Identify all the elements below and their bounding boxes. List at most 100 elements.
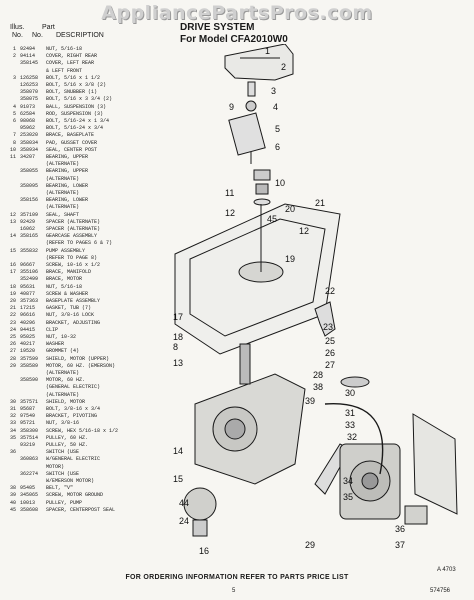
part-description: MOTOR, 60 HZ. (EMERSON) [46, 362, 116, 369]
illus-number: 13 [9, 218, 16, 225]
part-description: COVER, LEFT REAR [46, 60, 95, 67]
illus-number: 36 [9, 449, 16, 456]
svg-text:29: 29 [305, 540, 315, 550]
svg-text:21: 21 [315, 198, 325, 208]
illus-number: 1 [12, 46, 16, 52]
svg-text:4: 4 [273, 102, 278, 112]
svg-text:39: 39 [305, 396, 315, 406]
part-number: 97549 [20, 413, 36, 420]
svg-text:6: 6 [275, 142, 280, 152]
illus-number: 30 [9, 398, 16, 405]
part-header: Part [42, 24, 55, 31]
upper-bearing-part [255, 183, 269, 195]
illus-number: 39 [9, 492, 16, 499]
part-number: 10013 [20, 499, 36, 506]
illus-number: 27 [9, 348, 16, 355]
document-code: 574756 [430, 588, 451, 594]
suspension-ball-part [245, 100, 257, 112]
part-number: 358070 [20, 89, 39, 96]
part-description: (REFER TO PAGES 6 & 7) [46, 240, 113, 247]
watermark: AppliancePartsPros.com [101, 2, 373, 24]
illus-number: 3 [12, 74, 16, 81]
svg-text:12: 12 [299, 226, 309, 236]
illus-number: 32 [9, 413, 16, 420]
illus-number: 15 [9, 247, 16, 254]
part-number: 358608 [20, 506, 39, 513]
illus-number: 6 [12, 118, 16, 124]
illus-number: 23 [9, 319, 16, 326]
part-number: 358034 [20, 139, 39, 146]
part-number: 345065 [20, 492, 39, 499]
svg-text:10: 10 [275, 178, 285, 188]
page-title-block: DRIVE SYSTEM For Model CFA2010W0 [180, 22, 288, 46]
part-description: ROD, SUSPENSION (3) [46, 110, 104, 117]
illus-number: 4 [12, 103, 16, 110]
part-number: 95631 [20, 283, 36, 290]
part-description: GASKET, TUB (7) [46, 305, 92, 312]
part-description: BRACKET, PIVOTING [46, 413, 98, 420]
part-number: 40296 [20, 319, 36, 326]
svg-text:3: 3 [271, 86, 276, 96]
svg-text:22: 22 [325, 286, 335, 296]
model-line: For Model CFA2010W0 [180, 34, 288, 45]
illus-number: 8 [12, 139, 16, 146]
part-number: 95687 [20, 406, 36, 412]
part-description: BEARING, UPPER [46, 154, 89, 160]
illus-number: 10 [9, 146, 16, 153]
part-description: BOLT, 5/16-24 x 3/4 [46, 125, 104, 132]
part-number: 96616 [20, 312, 36, 319]
illus-number: 7 [12, 132, 16, 139]
svg-text:23: 23 [323, 322, 333, 332]
part-number: 19520 [20, 348, 36, 355]
svg-text:14: 14 [173, 446, 183, 456]
illus-number: 34 [9, 427, 16, 434]
part-number: 96667 [20, 262, 36, 268]
svg-text:31: 31 [345, 408, 355, 418]
part-description: SCREW, HEX 5/16-18 x 1/2 [46, 427, 119, 434]
part-description: BOLT, 5/16 x 3/8 (2) [46, 82, 107, 88]
part-description: BOLT, 5/16-24 x 1 3/4 [46, 118, 110, 124]
part-description: GEARCASE ASSEMBLY [46, 233, 98, 240]
svg-text:38: 38 [313, 382, 323, 392]
part-number: 358165 [20, 233, 39, 240]
part-description: SPACER (ALTERNATE) [46, 218, 101, 225]
part-description: BEARING, LOWER [46, 182, 89, 189]
gusset-pad-part [228, 112, 266, 156]
pulley-part [340, 376, 370, 388]
part-description: BOLT, 5/16 x 1 1/2 [46, 74, 101, 81]
part-number: 358589 [20, 362, 39, 369]
part-number: 253020 [20, 132, 39, 139]
part-number: 16062 [20, 226, 36, 232]
part-number: 126253 [20, 82, 39, 88]
part-description: NUT, 5/16-18 [46, 283, 83, 290]
part-description: BEARING, LOWER [46, 197, 89, 204]
svg-text:35: 35 [343, 492, 353, 502]
part-description: (ALTERNATE) [46, 161, 80, 168]
part-number: 34207 [20, 154, 36, 160]
part-number: 357109 [20, 211, 39, 218]
illus-number: 45 [9, 506, 16, 513]
part-description: PULLEY, PUMP [46, 499, 83, 506]
part-description: BOLT, SNUBBER (1) [46, 89, 98, 96]
part-number: 358590 [20, 377, 39, 384]
center-post-seal-part [253, 169, 271, 181]
part-number: 355832 [20, 247, 39, 254]
part-number: 62584 [20, 110, 36, 117]
part-description: SPACER (ALTERNATE) [46, 226, 101, 232]
illus-number: 31 [9, 406, 16, 412]
part-number: 98068 [20, 118, 36, 124]
part-description: (GENERAL ELECTRIC) [46, 384, 101, 391]
part-number: 358300 [20, 427, 39, 434]
svg-text:20: 20 [285, 204, 295, 214]
svg-text:18: 18 [173, 332, 183, 342]
part-description: SCREW & WASHER [46, 290, 89, 297]
part-description: SPACER, CENTERPOST SEAL [46, 506, 116, 513]
part-description: PAD, GUSSET COVER [46, 139, 98, 146]
part-number: 360863 [20, 456, 39, 463]
part-description: SCREW, MOTOR GROUND [46, 492, 104, 499]
svg-text:24: 24 [179, 516, 189, 526]
part-description: PUMP ASSEMBLY [46, 247, 86, 254]
description-header: DESCRIPTION [56, 32, 104, 39]
illus-number: 2 [12, 53, 16, 60]
